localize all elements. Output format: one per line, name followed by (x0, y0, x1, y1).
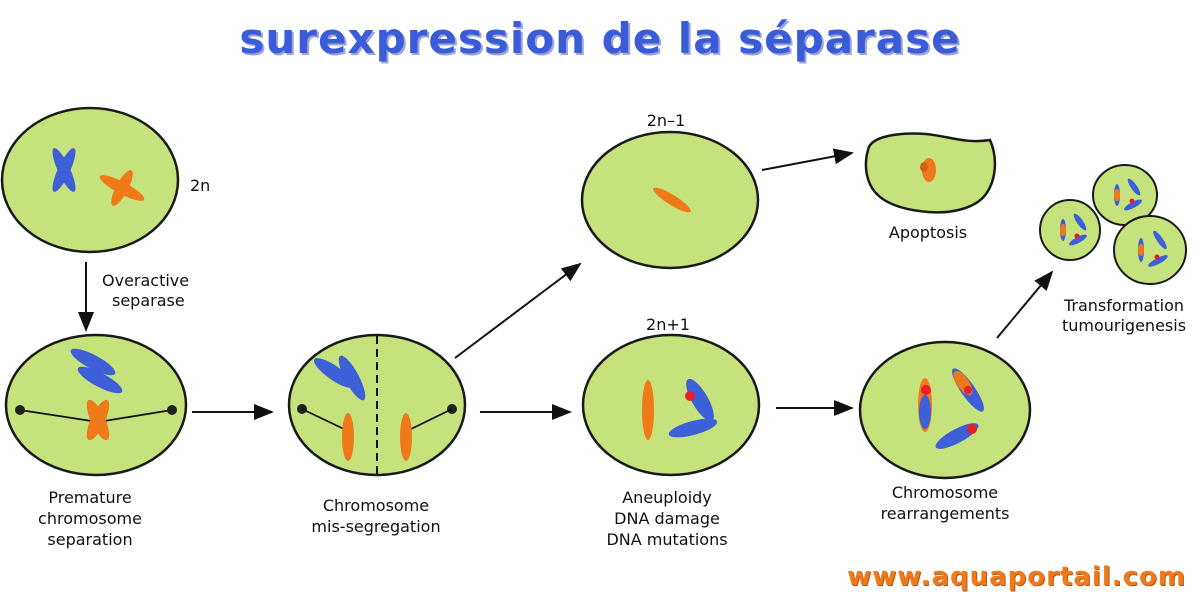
arrow-to-apoptosis (761, 148, 854, 171)
transformation-label-2: tumourigenesis (1062, 316, 1186, 335)
arrow-to-2n-minus-1 (454, 262, 582, 359)
hypoploid-cell (580, 130, 760, 270)
transformed-cell-cluster (1039, 164, 1187, 285)
apoptosis-label: Apoptosis (889, 223, 967, 242)
premature-label-1: Premature (48, 488, 131, 507)
premature-label-2: chromosome (38, 509, 142, 528)
apoptotic-cell (864, 132, 997, 214)
blue-chromosome (52, 148, 76, 192)
ploidy-label-2n-plus-1: 2n+1 (646, 315, 690, 334)
rearrangement-cell (858, 340, 1032, 480)
missegregation-cell (287, 333, 467, 477)
separase-label: separase (112, 291, 185, 310)
hyperploid-cell (581, 333, 761, 477)
missegregation-label-1: Chromosome (323, 496, 429, 515)
aneuploidy-label-3: DNA mutations (606, 530, 727, 549)
overactive-label: Overactive (102, 271, 189, 290)
arrow-to-transformation (996, 270, 1054, 339)
aneuploidy-label-1: Aneuploidy (622, 488, 712, 507)
ploidy-label-2n-minus-1: 2n–1 (647, 111, 686, 130)
normal-cell (0, 106, 180, 254)
aneuploidy-label-2: DNA damage (614, 509, 720, 528)
premature-separation-cell (4, 333, 188, 477)
premature-label-3: separation (47, 530, 132, 549)
ploidy-label-2n: 2n (190, 176, 210, 195)
orange-chromosome (99, 170, 145, 206)
missegregation-label-2: mis-segregation (311, 517, 440, 536)
rearrangements-label-2: rearrangements (881, 504, 1010, 523)
page-title: surexpression de la séparase (239, 14, 961, 63)
rearrangements-label-1: Chromosome (892, 483, 998, 502)
site-watermark: www.aquaportail.com (847, 562, 1186, 592)
transformation-label-1: Transformation (1063, 296, 1184, 315)
